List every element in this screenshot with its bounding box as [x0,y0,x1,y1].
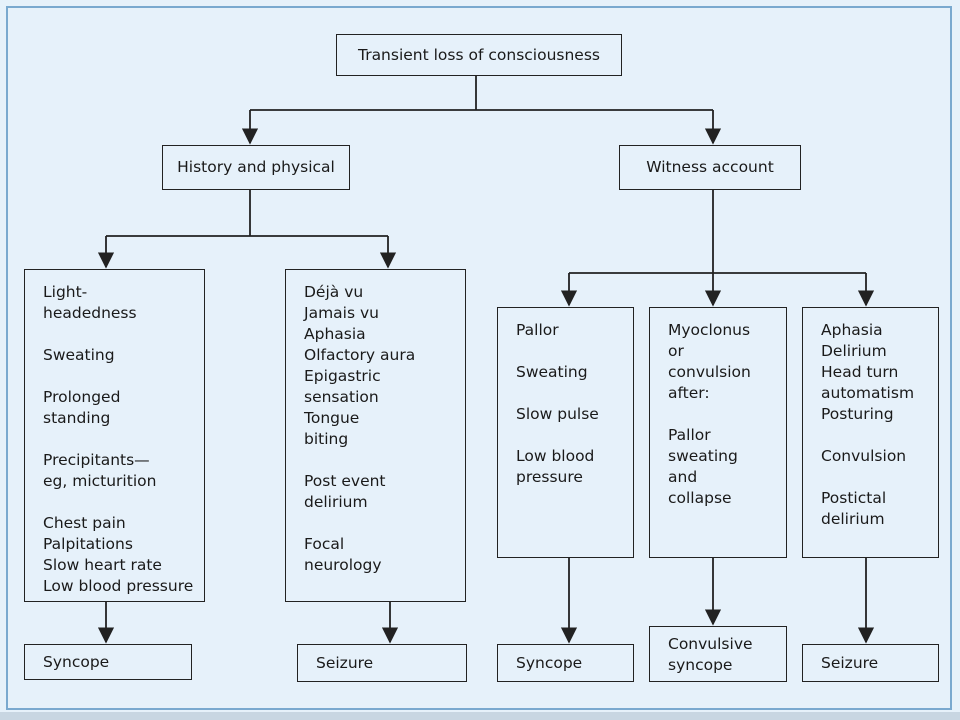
feature-line: Postictal [821,489,887,507]
feature-line: pressure [516,468,583,486]
feature-line: Posturing [821,405,894,423]
feature-spacer [821,425,932,446]
feature-spacer [304,513,459,534]
feature-spacer [43,429,198,450]
history-seizure-outcome-box: Seizure [297,644,467,682]
feature-line: automatism [821,384,915,402]
feature-line: Chest pain [43,514,126,532]
history-label: History and physical [177,158,335,176]
feature-line: Sweating [43,346,115,364]
feature-line: and [668,468,698,486]
convulsive-syncope-line-1: Convulsive [668,635,753,653]
witness-syncope-outcome-box: Syncope [497,644,634,682]
feature-line: Focal [304,535,345,553]
root-box: Transient loss of consciousness [336,34,622,76]
feature-line: Myoclonus [668,321,751,339]
feature-line: after: [668,384,710,402]
feature-spacer [668,404,780,425]
feature-line: Sweating [516,363,588,381]
feature-spacer [304,450,459,471]
feature-line: neurology [304,556,382,574]
feature-spacer [821,467,932,488]
feature-line: Delirium [821,342,887,360]
root-label: Transient loss of consciousness [358,45,600,64]
witness-box: Witness account [619,145,801,190]
feature-line: Pallor [668,426,711,444]
feature-line: Light- [43,283,88,301]
feature-line: Low blood pressure [43,577,194,595]
feature-line: standing [43,409,111,427]
feature-spacer [43,492,198,513]
feature-line: headedness [43,304,137,322]
feature-line: Aphasia [821,321,883,339]
feature-spacer [516,341,627,362]
feature-line: Tongue [304,409,360,427]
feature-line: Slow pulse [516,405,599,423]
witness-seizure-outcome-box: Seizure [802,644,939,682]
witness-syncope-outcome-label: Syncope [516,653,583,672]
feature-line: or [668,342,684,360]
feature-line: convulsion [668,363,751,381]
feature-line: Prolonged [43,388,121,406]
feature-line: Post event [304,472,386,490]
feature-spacer [516,383,627,404]
bottom-edge-strip [0,712,960,720]
feature-line: biting [304,430,349,448]
feature-line: Convulsion [821,447,907,465]
convulsive-syncope-line-2: syncope [668,656,733,674]
feature-line: Slow heart rate [43,556,162,574]
feature-line: Precipitants— [43,451,150,469]
feature-line: Olfactory aura [304,346,416,364]
feature-spacer [43,366,198,387]
feature-line: Head turn [821,363,899,381]
diagram-frame [6,6,952,710]
feature-line: Jamais vu [304,304,379,322]
feature-spacer [43,324,198,345]
convulsive-syncope-outcome-box: Convulsive syncope [649,626,787,682]
feature-line: delirium [821,510,885,528]
witness-convulsive-features-box: Myoclonus or convulsion after: Pallor sweatin… [649,307,787,558]
history-syncope-outcome-box: Syncope [24,644,192,680]
feature-line: delirium [304,493,368,511]
feature-line: Déjà vu [304,283,364,301]
feature-line: eg, micturition [43,472,157,490]
feature-line: Low blood [516,447,595,465]
feature-line: sensation [304,388,379,406]
feature-line: Pallor [516,321,559,339]
history-syncope-outcome-label: Syncope [43,652,110,671]
feature-line: sweating [668,447,738,465]
feature-line: Palpitations [43,535,133,553]
witness-label: Witness account [646,158,774,176]
witness-seizure-outcome-label: Seizure [821,653,879,672]
feature-spacer [516,425,627,446]
feature-line: Aphasia [304,325,366,343]
history-seizure-outcome-label: Seizure [316,653,374,672]
feature-line: Epigastric [304,367,381,385]
feature-line: collapse [668,489,732,507]
history-box: History and physical [162,145,350,190]
